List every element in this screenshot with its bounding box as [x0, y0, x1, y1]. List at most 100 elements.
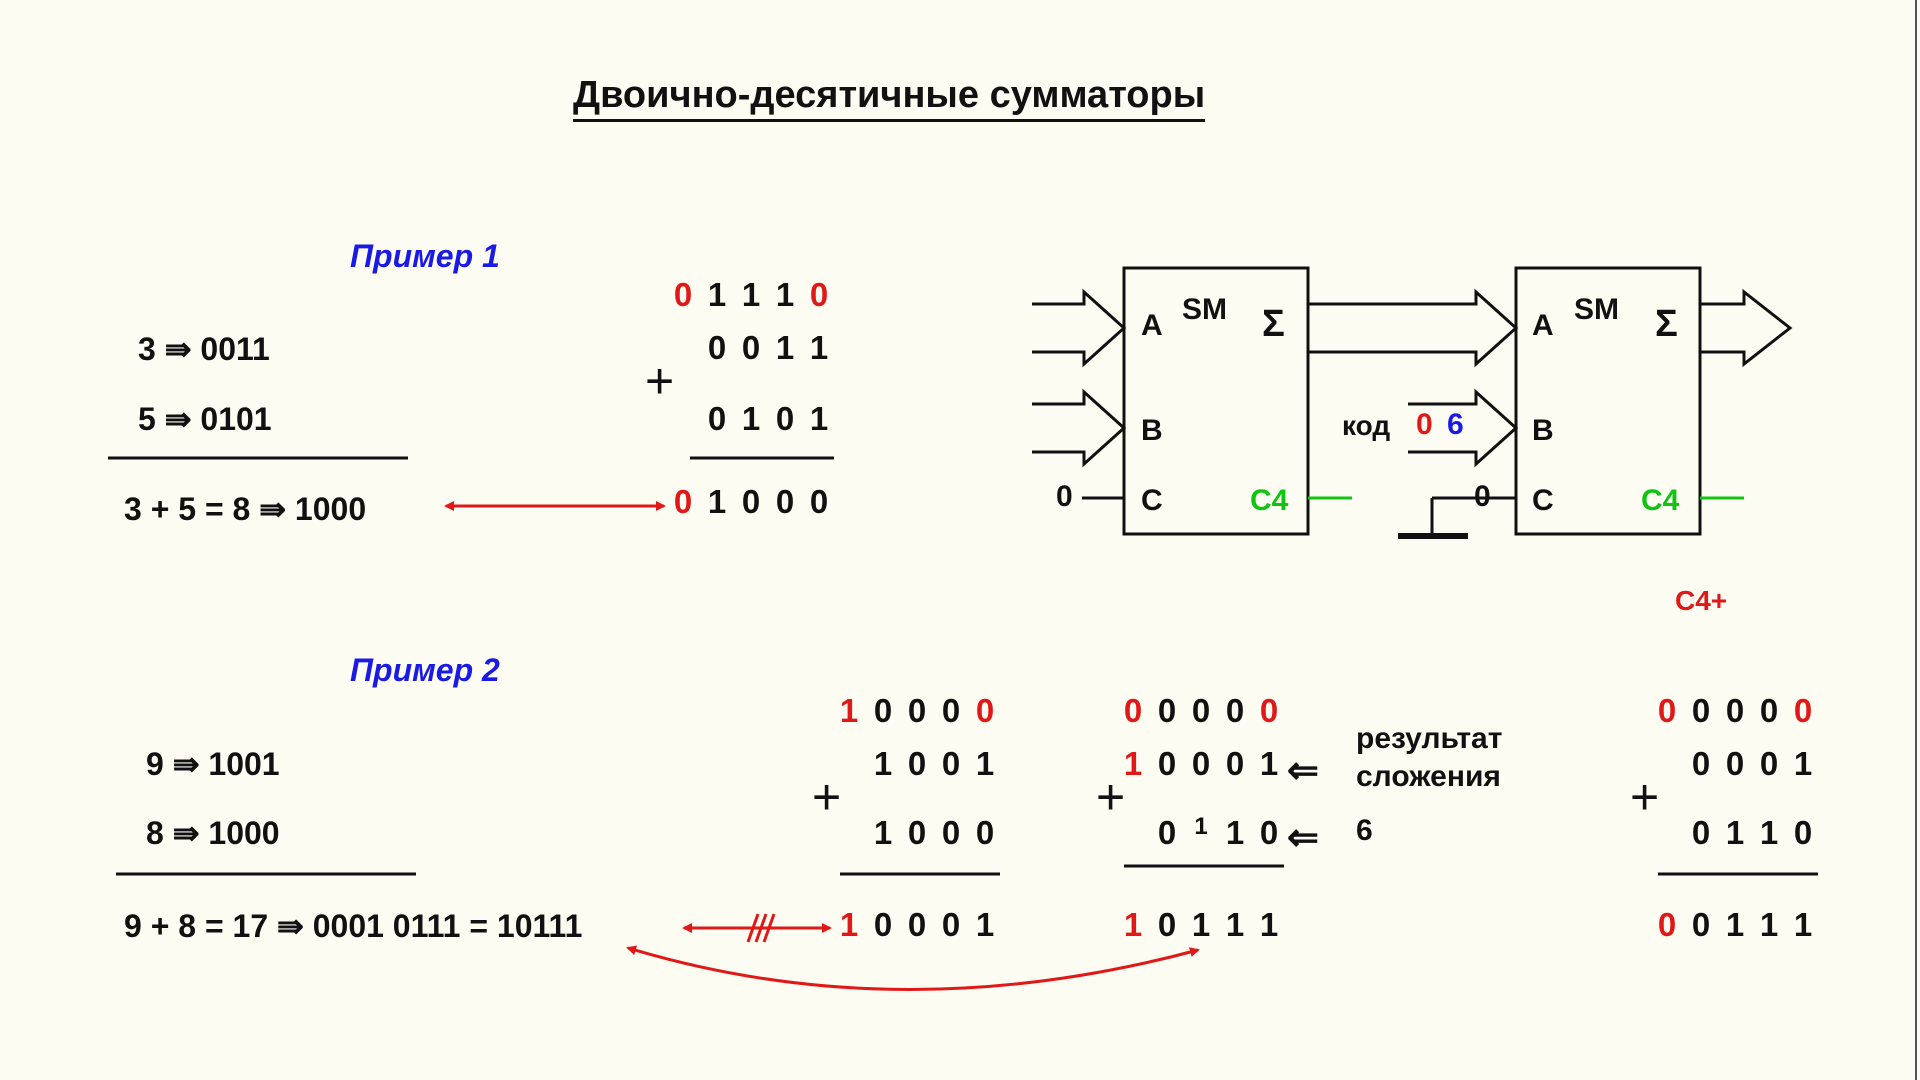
block2-input-b: B: [1532, 414, 1554, 447]
digit: 1: [707, 276, 727, 313]
digit: 0: [707, 329, 727, 366]
bus-arrow-a1: [1032, 288, 1127, 368]
digit: 0: [1725, 692, 1745, 729]
digit: 0: [741, 329, 761, 366]
block1-carry-out: C4: [1250, 484, 1289, 517]
digit: 0: [1657, 692, 1677, 729]
example1-label: Пример 1: [350, 238, 500, 274]
example2-line2: 8 ⇛ 1000: [146, 815, 280, 851]
digit: 0: [1691, 814, 1711, 851]
digit: 0: [1259, 692, 1279, 729]
bus-arrow-sigma-to-a2: [1308, 288, 1519, 368]
digit: 0: [907, 692, 927, 729]
block1-input-b: B: [1141, 414, 1163, 447]
digit: 0: [1225, 692, 1245, 729]
digit: 1: [707, 483, 727, 520]
digit: 0: [907, 745, 927, 782]
digit: 1: [1725, 906, 1745, 943]
plus-sign: +: [1096, 769, 1126, 825]
digit: 0: [1793, 692, 1813, 729]
digit: 0: [941, 745, 961, 782]
page-title: Двоично-десятичные сумматоры: [573, 74, 1206, 122]
example2-curved-arrow: [626, 945, 1200, 991]
digit: 1: [1759, 814, 1779, 851]
c-input-1: 0: [1056, 480, 1073, 513]
digit: 1: [1793, 745, 1813, 782]
code-digit-1: 0: [1416, 408, 1433, 441]
digit: 0: [941, 906, 961, 943]
block2-input-c: C: [1532, 484, 1554, 517]
plus-sign: +: [645, 353, 675, 409]
bus-arrow-b2: [1408, 388, 1519, 468]
digit: 0: [1691, 906, 1711, 943]
digit: 0: [673, 276, 693, 313]
example2-label: Пример 2: [350, 652, 500, 688]
digit: 0: [1657, 906, 1677, 943]
digit: 0: [941, 692, 961, 729]
digit: 1: [1194, 813, 1208, 840]
digit: 1: [1725, 814, 1745, 851]
sm-block-1: [1122, 266, 1310, 536]
block1-input-a: A: [1141, 309, 1163, 342]
note-result-line2: сложения: [1356, 760, 1501, 793]
code-label: код: [1342, 410, 1391, 441]
digit: 1: [809, 329, 829, 366]
example1-line2: 5 ⇛ 0101: [138, 401, 272, 437]
digit: 0: [873, 906, 893, 943]
digit: 0: [707, 400, 727, 437]
digit: 0: [1793, 814, 1813, 851]
digit: 0: [1157, 906, 1177, 943]
digit: 1: [839, 692, 859, 729]
left-arrow-icon: ⇐: [1287, 817, 1319, 859]
digit: 0: [775, 483, 795, 520]
example2-result: 9 + 8 = 17 ⇛ 0001 0111 = 10111: [124, 908, 583, 944]
digit: 0: [1759, 692, 1779, 729]
plus-sign: +: [1630, 769, 1660, 825]
digit: 1: [1225, 814, 1245, 851]
digit: 0: [975, 814, 995, 851]
digit: 0: [1725, 745, 1745, 782]
digit: 0: [1157, 814, 1177, 851]
digit: 0: [975, 692, 995, 729]
note-result-line1: результат: [1356, 722, 1503, 755]
digit: 1: [741, 400, 761, 437]
block2-carry-out: C4: [1641, 484, 1680, 517]
bus-arrow-b1: [1032, 388, 1127, 468]
digit: 1: [873, 814, 893, 851]
digit: 1: [873, 745, 893, 782]
example2-line1: 9 ⇛ 1001: [146, 746, 280, 782]
digit: 1: [1759, 906, 1779, 943]
block1-name: SM: [1182, 293, 1227, 326]
plus-sign: +: [812, 769, 842, 825]
digit: 1: [1123, 906, 1143, 943]
sm-block-2: [1514, 266, 1702, 536]
digit: 0: [941, 814, 961, 851]
digit: 0: [1691, 745, 1711, 782]
digit: 0: [1759, 745, 1779, 782]
digit: 1: [1259, 745, 1279, 782]
not-equal-marks: [746, 913, 776, 943]
digit: 1: [775, 276, 795, 313]
sigma-icon: Σ: [1655, 303, 1678, 345]
block1-input-c: C: [1141, 484, 1163, 517]
digit: 1: [839, 906, 859, 943]
sigma-icon: Σ: [1262, 303, 1285, 345]
digit: 1: [1225, 906, 1245, 943]
digit: 0: [741, 483, 761, 520]
digit: 1: [975, 745, 995, 782]
